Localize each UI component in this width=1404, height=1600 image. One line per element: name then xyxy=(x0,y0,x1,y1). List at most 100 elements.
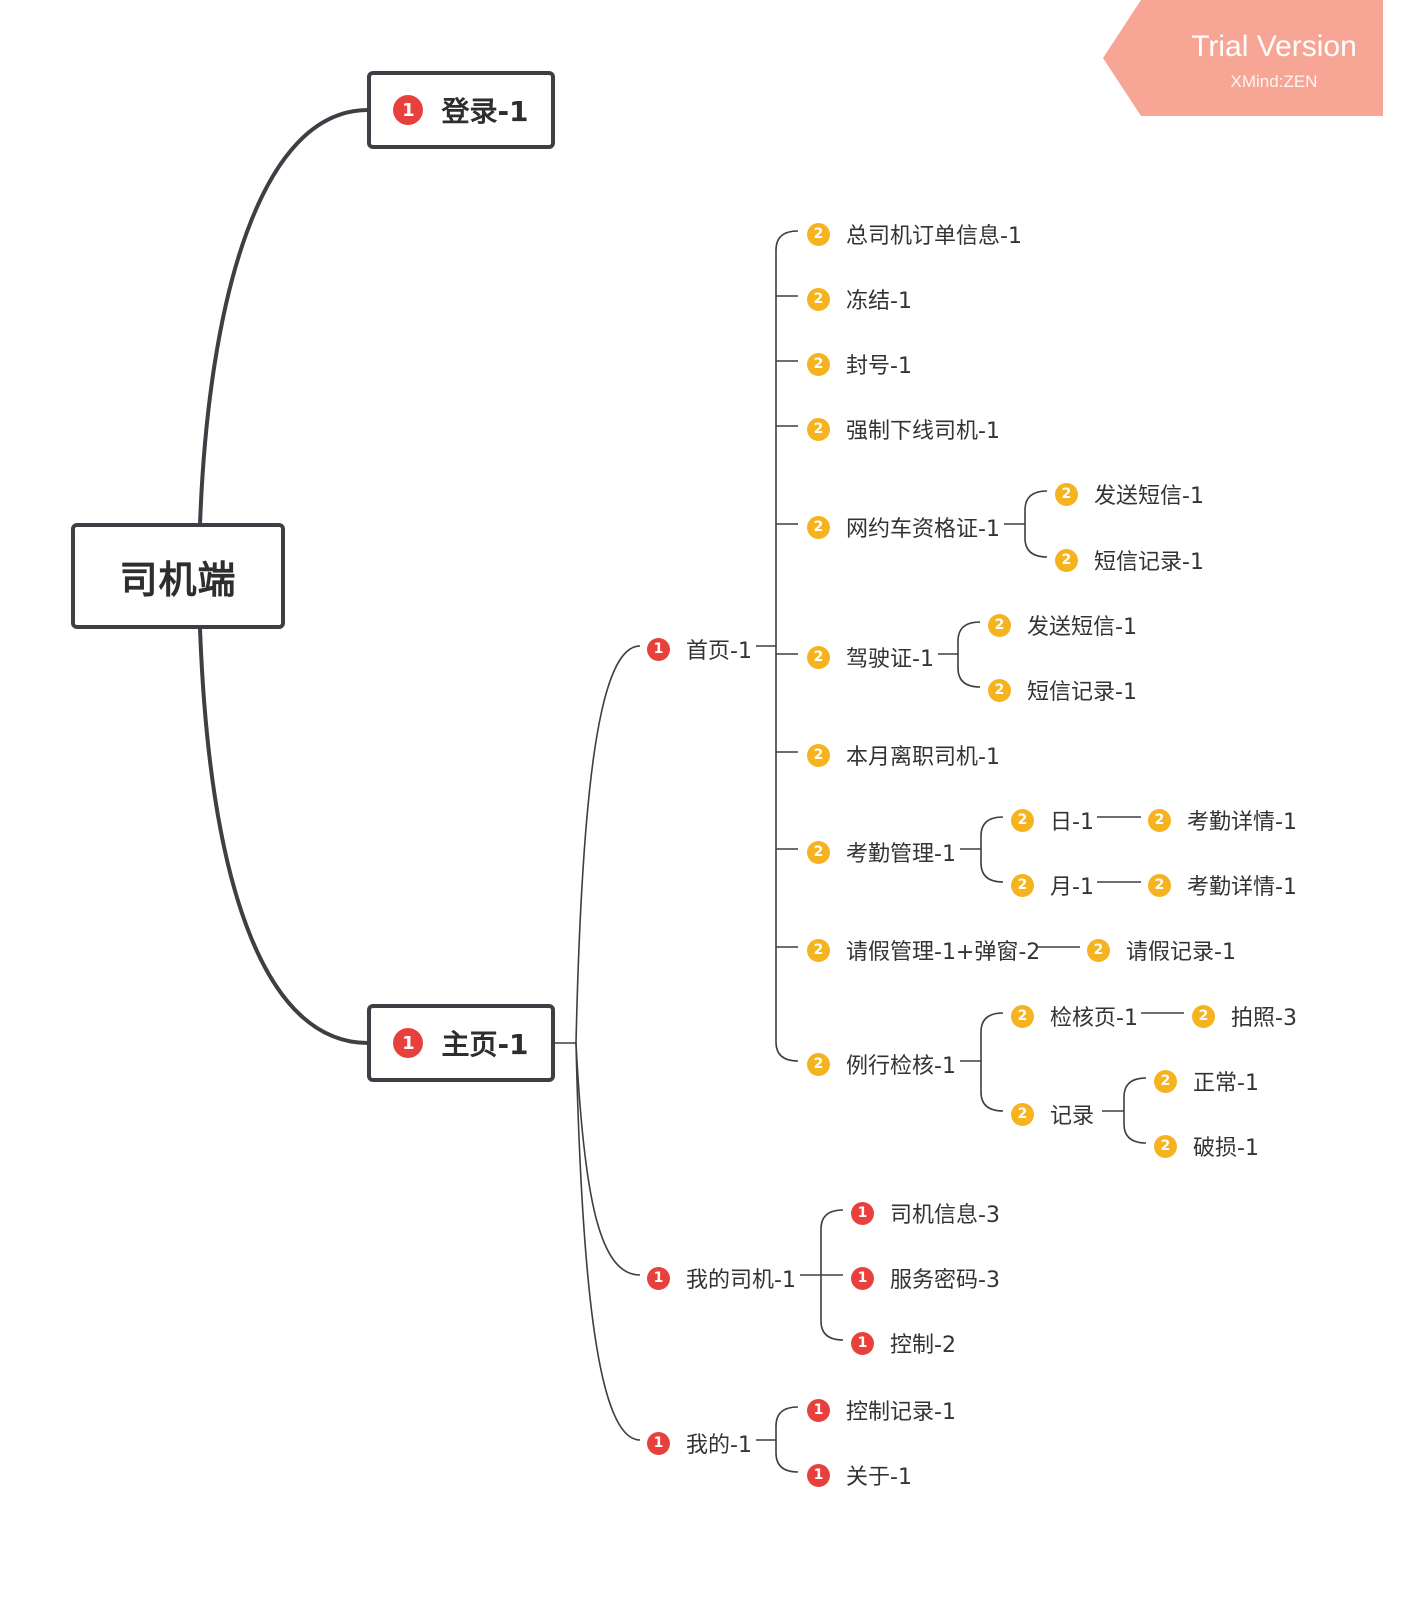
node-label: 记录 xyxy=(1050,1104,1095,1129)
node-label: 关于-1 xyxy=(846,1465,912,1490)
node-broken[interactable]: 2 破损-1 xyxy=(1154,1130,1259,1162)
priority-2-icon: 2 xyxy=(807,1052,830,1076)
priority-1-icon: 1 xyxy=(851,1331,874,1355)
node-order-info[interactable]: 2 总司机订单信息-1 xyxy=(807,218,1022,250)
node-login-label: 登录-1 xyxy=(441,95,529,128)
node-leave-record[interactable]: 2 请假记录-1 xyxy=(1087,934,1236,966)
root-label: 司机端 xyxy=(119,557,237,602)
node-label: 控制记录-1 xyxy=(846,1400,956,1425)
node-label: 正常-1 xyxy=(1193,1071,1259,1096)
watermark-subtitle: XMind:ZEN xyxy=(1230,72,1318,91)
priority-1-icon: 1 xyxy=(807,1398,830,1422)
priority-1-icon: 1 xyxy=(807,1463,830,1487)
node-ride-license-sms-record[interactable]: 2 短信记录-1 xyxy=(1055,544,1204,576)
priority-1-icon: 1 xyxy=(647,1266,670,1290)
priority-1-icon: 1 xyxy=(851,1266,874,1290)
trial-version-watermark: Trial Version XMind:ZEN xyxy=(1103,0,1383,116)
connector-root-home xyxy=(198,627,369,1045)
node-label: 本月离职司机-1 xyxy=(846,745,1000,770)
priority-2-icon: 2 xyxy=(1011,1004,1034,1028)
connector-home-wodesiji xyxy=(575,1042,641,1276)
node-label: 服务密码-3 xyxy=(890,1268,1000,1293)
priority-2-icon: 2 xyxy=(807,417,830,441)
watermark-title: Trial Version xyxy=(1191,30,1357,63)
node-ride-license-send-sms[interactable]: 2 发送短信-1 xyxy=(1055,478,1204,510)
connector-shouye-bracket xyxy=(775,230,799,1062)
node-wodesiji-label: 我的司机-1 xyxy=(686,1268,796,1293)
priority-2-icon: 2 xyxy=(807,222,830,246)
node-label: 月-1 xyxy=(1050,875,1094,900)
node-attendance[interactable]: 2 考勤管理-1 xyxy=(807,836,956,868)
node-home-label: 主页-1 xyxy=(441,1028,529,1061)
priority-2-icon: 2 xyxy=(807,515,830,539)
node-freeze[interactable]: 2 冻结-1 xyxy=(807,283,912,315)
node-label: 强制下线司机-1 xyxy=(846,419,1000,444)
node-label: 日-1 xyxy=(1050,810,1094,835)
node-resigned-drivers[interactable]: 2 本月离职司机-1 xyxy=(807,739,1000,771)
node-take-photo[interactable]: 2 拍照-3 xyxy=(1192,1000,1297,1032)
node-attendance-month-detail[interactable]: 2 考勤详情-1 xyxy=(1148,869,1297,901)
priority-2-icon: 2 xyxy=(807,840,830,864)
priority-2-icon: 2 xyxy=(1087,938,1110,962)
node-label: 控制-2 xyxy=(890,1333,956,1358)
watermark-ribbon-icon xyxy=(1103,0,1383,116)
root-node[interactable]: 司机端 xyxy=(71,523,285,629)
node-normal[interactable]: 2 正常-1 xyxy=(1154,1065,1259,1097)
priority-1-icon: 1 xyxy=(647,1431,670,1455)
priority-2-icon: 2 xyxy=(1148,808,1171,832)
node-service-password[interactable]: 1 服务密码-3 xyxy=(851,1262,1000,1294)
node-label: 司机信息-3 xyxy=(890,1203,1000,1228)
node-shouye[interactable]: 1 首页-1 xyxy=(647,633,752,665)
connector-root-login xyxy=(198,108,369,526)
node-attendance-month[interactable]: 2 月-1 xyxy=(1011,869,1094,901)
node-label: 考勤管理-1 xyxy=(846,842,956,867)
priority-2-icon: 2 xyxy=(807,287,830,311)
priority-2-icon: 2 xyxy=(807,743,830,767)
node-driver-license-send-sms[interactable]: 2 发送短信-1 xyxy=(988,609,1137,641)
priority-2-icon: 2 xyxy=(1011,873,1034,897)
node-leave-management[interactable]: 2 请假管理-1+弹窗-2 xyxy=(807,934,1040,966)
node-attendance-day[interactable]: 2 日-1 xyxy=(1011,804,1094,836)
priority-2-icon: 2 xyxy=(1055,548,1078,572)
node-label: 网约车资格证-1 xyxy=(846,517,1000,542)
node-label: 发送短信-1 xyxy=(1094,484,1204,509)
node-force-offline[interactable]: 2 强制下线司机-1 xyxy=(807,413,1000,445)
node-ride-license[interactable]: 2 网约车资格证-1 xyxy=(807,511,1000,543)
node-check-page[interactable]: 2 检核页-1 xyxy=(1011,1000,1138,1032)
node-ban[interactable]: 2 封号-1 xyxy=(807,348,912,380)
priority-2-icon: 2 xyxy=(1011,808,1034,832)
priority-2-icon: 2 xyxy=(1154,1069,1177,1093)
priority-2-icon: 2 xyxy=(807,645,830,669)
node-about[interactable]: 1 关于-1 xyxy=(807,1459,912,1491)
connector-home-shouye xyxy=(575,645,641,1044)
connector-home-wode xyxy=(575,1042,641,1441)
node-label: 考勤详情-1 xyxy=(1187,810,1297,835)
node-driver-license[interactable]: 2 驾驶证-1 xyxy=(807,641,934,673)
node-label: 例行检核-1 xyxy=(846,1054,956,1079)
node-login[interactable]: 1 登录-1 xyxy=(367,71,555,149)
node-driver-info[interactable]: 1 司机信息-3 xyxy=(851,1197,1000,1229)
node-label: 拍照-3 xyxy=(1231,1006,1297,1031)
node-home[interactable]: 1 主页-1 xyxy=(367,1004,555,1082)
priority-2-icon: 2 xyxy=(807,938,830,962)
node-label: 考勤详情-1 xyxy=(1187,875,1297,900)
node-control[interactable]: 1 控制-2 xyxy=(851,1327,956,1359)
node-wode-label: 我的-1 xyxy=(686,1433,752,1458)
priority-2-icon: 2 xyxy=(1055,482,1078,506)
node-label: 短信记录-1 xyxy=(1094,550,1204,575)
priority-2-icon: 2 xyxy=(1011,1102,1034,1126)
node-driver-license-sms-record[interactable]: 2 短信记录-1 xyxy=(988,674,1137,706)
node-label: 检核页-1 xyxy=(1050,1006,1138,1031)
node-label: 发送短信-1 xyxy=(1027,615,1137,640)
priority-1-icon: 1 xyxy=(393,95,424,125)
priority-2-icon: 2 xyxy=(807,352,830,376)
node-shouye-label: 首页-1 xyxy=(686,639,752,664)
node-check-record[interactable]: 2 记录 xyxy=(1011,1098,1094,1130)
node-control-record[interactable]: 1 控制记录-1 xyxy=(807,1394,956,1426)
node-wode[interactable]: 1 我的-1 xyxy=(647,1427,752,1459)
node-attendance-day-detail[interactable]: 2 考勤详情-1 xyxy=(1148,804,1297,836)
node-label: 总司机订单信息-1 xyxy=(846,224,1022,249)
node-routine-check[interactable]: 2 例行检核-1 xyxy=(807,1048,956,1080)
node-wodesiji[interactable]: 1 我的司机-1 xyxy=(647,1262,796,1294)
